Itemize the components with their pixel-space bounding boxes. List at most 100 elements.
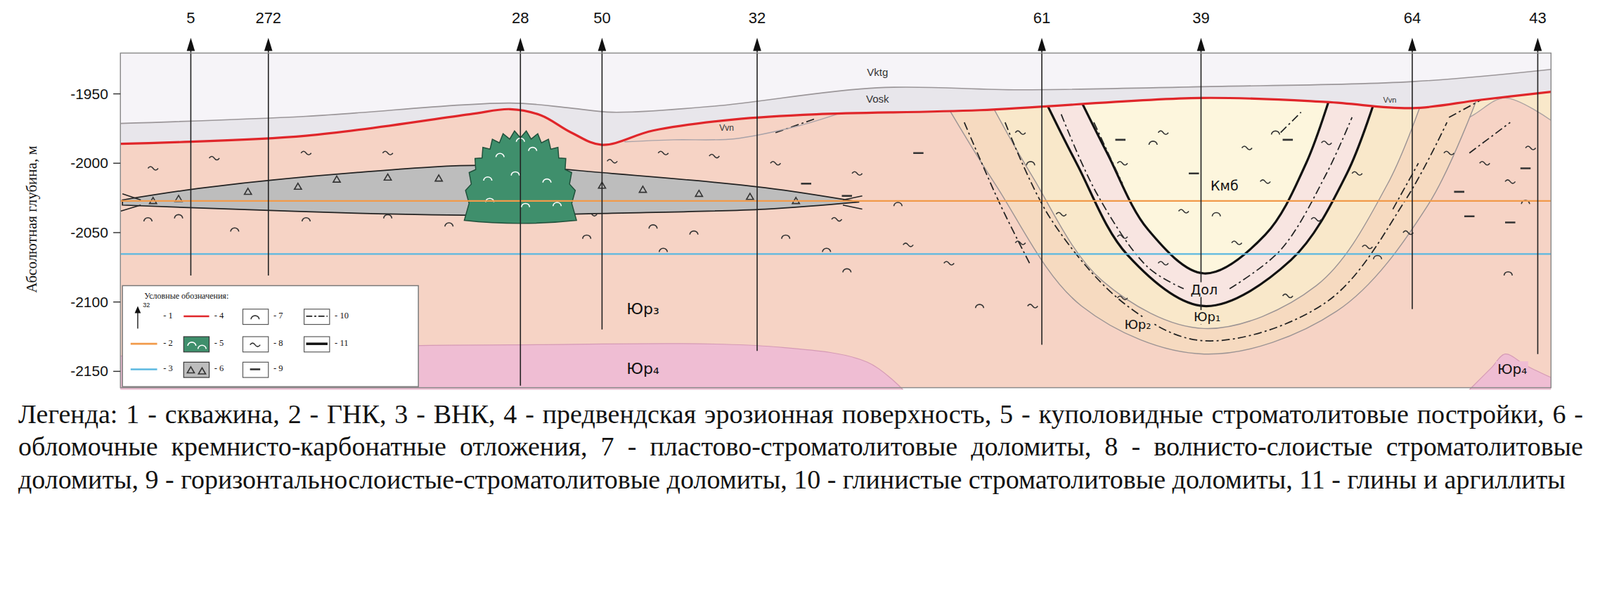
well-arrowhead (752, 37, 762, 52)
bedded-stromatolite-symbol (822, 248, 831, 252)
legend-label: - 7 (273, 311, 284, 322)
bedded-stromatolite-symbol (1271, 130, 1281, 135)
wavy-dolomite-symbol (1027, 304, 1039, 308)
wavy-dolomite-symbol (300, 151, 312, 155)
wavy-dolomite-symbol (250, 343, 261, 347)
horizontal-dolomite-symbol (913, 151, 924, 154)
well-arrowhead (1197, 37, 1206, 52)
wavy-dolomite-symbol (770, 161, 782, 166)
formation-label: Юр₂ (1122, 317, 1153, 332)
bedded-stromatolite-symbol (495, 153, 505, 157)
well-number: 61 (1033, 9, 1051, 27)
depth-tick-label: -2100 (70, 293, 109, 311)
horizontal-dolomite-symbol (1115, 139, 1127, 142)
bedded-stromatolite-symbol (144, 217, 153, 222)
horizontal-dolomite-symbol (1282, 139, 1294, 142)
legend-erosion-line (183, 315, 209, 318)
depth-tick-label: -2000 (70, 155, 109, 172)
legend-label: - 6 (214, 364, 225, 375)
bedded-stromatolite-symbol (553, 202, 562, 206)
wavy-dolomite-symbol (852, 171, 863, 176)
legend-swatch (183, 362, 209, 378)
well-line (519, 49, 521, 386)
clastic-symbol (435, 175, 443, 182)
well-arrowhead (186, 37, 196, 52)
bedded-stromatolite-symbol (542, 179, 552, 183)
well-line (1537, 49, 1539, 355)
well-number: 28 (511, 9, 529, 27)
clayey-dolomite-line (1392, 163, 1418, 209)
formation-label: Кмб (1209, 178, 1241, 194)
horizontal-dolomite-symbol (1505, 221, 1516, 224)
bedded-stromatolite-symbol (302, 217, 311, 222)
clastic-symbol (198, 367, 206, 374)
bedded-stromatolite-symbol (511, 171, 520, 176)
wavy-dolomite-symbol (1117, 295, 1128, 300)
vvn-base-line (624, 114, 837, 143)
unit-label: Vvn (1383, 95, 1397, 105)
legend-label: - 3 (163, 364, 173, 375)
bedded-stromatolite-symbol (198, 345, 207, 349)
well-arrowhead (515, 37, 525, 52)
well-arrowhead (1408, 37, 1417, 52)
clayey-dolomite-line (1005, 122, 1448, 341)
wavy-dolomite-symbol (1282, 293, 1294, 298)
gas-oil-contact (120, 200, 1551, 202)
clayey-dolomite-line (1229, 117, 1352, 289)
clayey-dolomite-line (964, 122, 1031, 266)
formation-label: Дол (1188, 282, 1219, 298)
bedded-stromatolite-symbol (174, 214, 183, 218)
wavy-dolomite-symbol (1479, 161, 1491, 166)
depth-tick (113, 93, 121, 95)
depth-tick-label: -2150 (70, 363, 109, 380)
wavy-dolomite-symbol (1178, 209, 1190, 214)
section-drawing (113, 37, 1551, 391)
wavy-dolomite-symbol (944, 261, 955, 266)
wavy-dolomite-symbol (1311, 217, 1322, 222)
bedded-stromatolite-symbol (444, 222, 454, 227)
unit-label: Vosk (866, 93, 890, 106)
vktg-base-line (120, 69, 1551, 124)
clastic-symbol (695, 190, 703, 197)
horizontal-dolomite-symbol (1464, 215, 1475, 218)
depth-tick-label: -1950 (70, 85, 109, 102)
legend-label: - 9 (273, 364, 284, 375)
well-arrowhead (1533, 37, 1543, 52)
legend-label: - 11 (334, 338, 348, 349)
legend-sample-box (304, 309, 330, 325)
well-number: 5 (186, 9, 195, 27)
clastic-symbol (639, 186, 647, 193)
formation-label: Юр₄ (1495, 361, 1529, 377)
wavy-dolomite-symbol (831, 217, 843, 222)
depth-tick (113, 231, 121, 233)
lens-pinchout (120, 205, 141, 212)
depth-tick-label: -2050 (70, 224, 109, 241)
well-line (190, 49, 192, 276)
legend-clay-line (305, 342, 327, 345)
horizontal-dolomite-symbol (1188, 172, 1200, 175)
well-number: 272 (255, 9, 282, 27)
wavy-dolomite-symbol (1117, 234, 1128, 239)
horizontal-dolomite-symbol (800, 182, 812, 185)
wavy-dolomite-symbol (607, 159, 618, 164)
oil-water-contact (120, 253, 1551, 255)
clastic-symbol (746, 193, 754, 200)
wavy-dolomite-symbol (1015, 130, 1026, 135)
well-arrowhead (264, 37, 273, 52)
axis-title: Абсолютная глубина, м (24, 145, 41, 293)
formation-label: Юр₁ (1192, 310, 1222, 325)
well-number: 43 (1528, 9, 1546, 27)
jur3-ground (120, 52, 1551, 388)
jur1-band (984, 92, 1424, 329)
bedded-stromatolite-symbol (521, 203, 531, 207)
wavy-dolomite-symbol (1231, 241, 1243, 245)
lens-pinchout (122, 194, 141, 201)
wavy-dolomite-symbol (1157, 261, 1169, 266)
wavy-dolomite-symbol (903, 243, 914, 247)
horizontal-dolomite-symbol (250, 368, 261, 371)
bedded-stromatolite-symbol (648, 224, 658, 229)
legend-gnk-line (130, 343, 158, 346)
lens-pinchout (842, 205, 863, 210)
wavy-dolomite-symbol (1351, 171, 1363, 176)
well-line (1041, 49, 1043, 345)
